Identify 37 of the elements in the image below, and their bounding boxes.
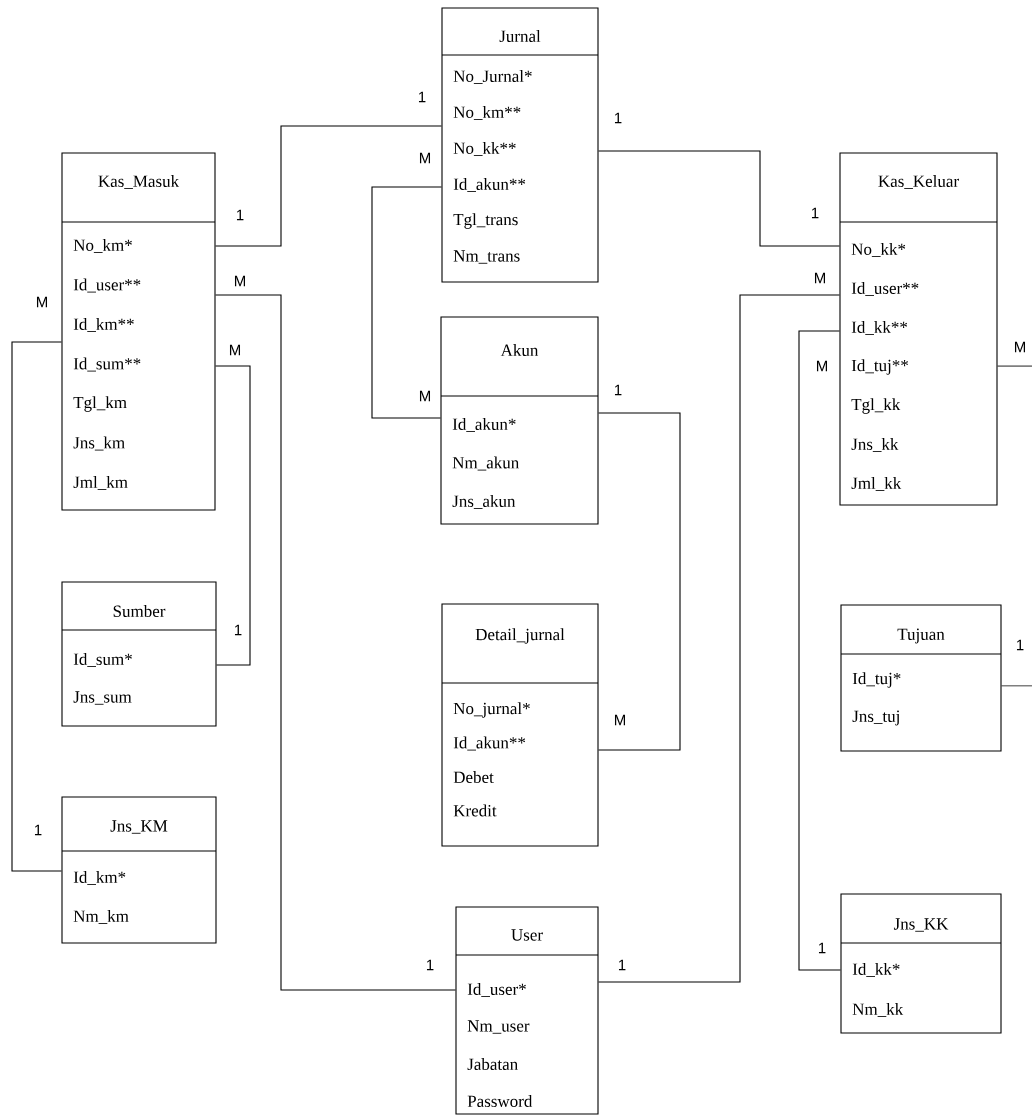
cardinality-label: 1 bbox=[619, 959, 626, 971]
entity-box: Kas_Keluar No_kk* Id_user** Id_kk** Id_tuj** Tgl_kk Jns_kk Jml_kk bbox=[839, 152, 998, 506]
connector-line bbox=[598, 294, 840, 983]
cardinality-label: 1 bbox=[819, 942, 826, 954]
entity-box: Jurnal No_Jurnal* No_km** No_kk** Id_akun** Tgl_trans Nm_trans bbox=[441, 7, 599, 283]
cardinality-label: 1 bbox=[418, 91, 426, 103]
cardinality-label: 1 bbox=[34, 824, 42, 836]
connector-line bbox=[215, 125, 442, 247]
cardinality-label: 1 bbox=[614, 112, 622, 124]
entity-box: Akun Id_akun* Nm_akun Jns_akun bbox=[440, 316, 599, 525]
cardinality-label: M bbox=[37, 296, 47, 308]
cardinality-label: 1 bbox=[812, 207, 819, 219]
cardinality-label: 1 bbox=[236, 209, 244, 221]
entity-box: Tujuan Id_tuj* Jns_tuj bbox=[840, 604, 1002, 752]
entity-box: User Id_user* Nm_user Jabatan Password bbox=[455, 906, 599, 1115]
connector-line bbox=[598, 412, 681, 751]
entity-box: Jns_KM Id_km* Nm_km bbox=[61, 796, 217, 944]
connector-line bbox=[798, 330, 841, 971]
connector-line bbox=[371, 186, 442, 419]
cardinality-label: M bbox=[815, 272, 825, 284]
entity-box: Jns_KK Id_kk* Nm_kk bbox=[840, 893, 1002, 1034]
connector-line bbox=[215, 294, 456, 991]
cardinality-label: 1 bbox=[1017, 639, 1024, 651]
entity-box: Kas_Masuk No_km* Id_user** Id_km** Id_sum** Tgl_km Jns_km Jml_km bbox=[61, 152, 216, 511]
connector-line bbox=[997, 365, 1032, 687]
cardinality-label: M bbox=[1015, 341, 1025, 353]
entity-box: Detail_jurnal No_jurnal* Id_akun** Debet Kredit bbox=[441, 603, 599, 847]
cardinality-label: M bbox=[235, 275, 245, 287]
cardinality-label: M bbox=[615, 714, 625, 726]
cardinality-label: 1 bbox=[614, 384, 622, 396]
entity-box: Sumber Id_sum* Jns_sum bbox=[61, 581, 217, 727]
cardinality-label: M bbox=[230, 344, 240, 356]
cardinality-label: 1 bbox=[426, 959, 434, 971]
connector-line bbox=[598, 150, 840, 247]
cardinality-label: 1 bbox=[234, 624, 242, 636]
connector-line bbox=[11, 341, 62, 872]
connector-line bbox=[215, 365, 251, 666]
